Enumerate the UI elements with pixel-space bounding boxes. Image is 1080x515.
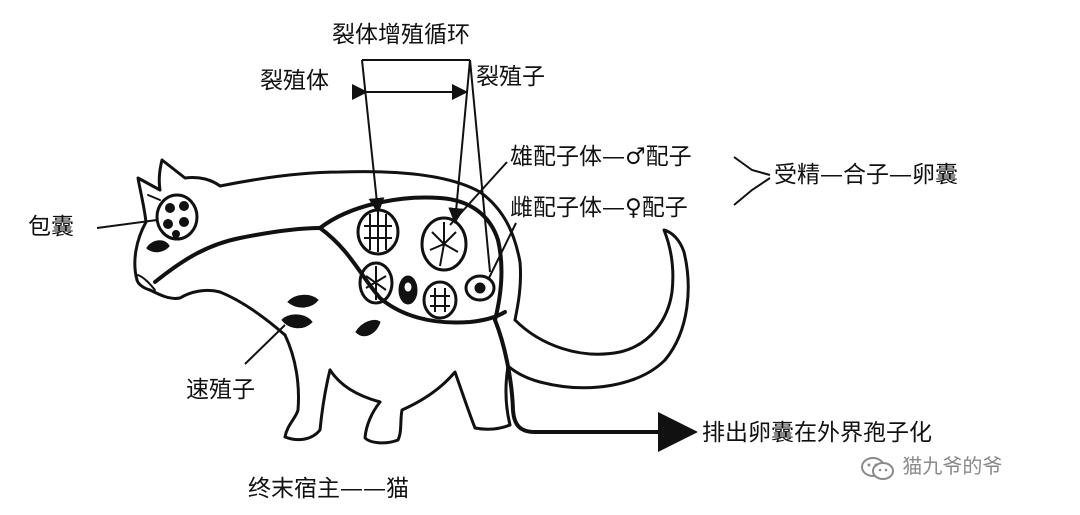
label-fertilization: 受精—合子—卵囊 xyxy=(774,162,958,188)
gamete-cell-2 xyxy=(398,275,418,305)
cat-outline xyxy=(133,158,690,445)
schizont-cell xyxy=(356,208,400,256)
label-schizont: 裂殖体 xyxy=(260,68,329,94)
label-microgametocyte: 雄配子体—♂配子 xyxy=(510,144,692,170)
label-macrogametocyte: 雌配子体—♀配子 xyxy=(510,195,688,221)
label-schizogony-cycle: 裂体增殖循环 xyxy=(332,22,470,48)
cycle-lines xyxy=(96,59,771,365)
watermark-text: 猫九爷的爷 xyxy=(902,454,1003,478)
label-tachyzoite: 速殖子 xyxy=(186,377,255,403)
watermark: 猫九爷的爷 xyxy=(860,450,1002,480)
gamete-cell-3 xyxy=(422,280,458,320)
tachyzoite-spots xyxy=(281,294,381,337)
label-excretion: 排出卵囊在外界孢子化 xyxy=(702,420,932,446)
label-merozoite: 裂殖子 xyxy=(476,64,545,90)
label-cyst: 包囊 xyxy=(28,214,74,240)
wechat-icon xyxy=(861,456,894,480)
label-definitive-host: 终末宿主——猫 xyxy=(248,476,409,502)
merozoite-cell xyxy=(420,216,468,272)
gamete-cell-1 xyxy=(358,261,394,305)
cyst-in-head xyxy=(155,193,199,241)
oocyst-cell xyxy=(464,274,496,302)
